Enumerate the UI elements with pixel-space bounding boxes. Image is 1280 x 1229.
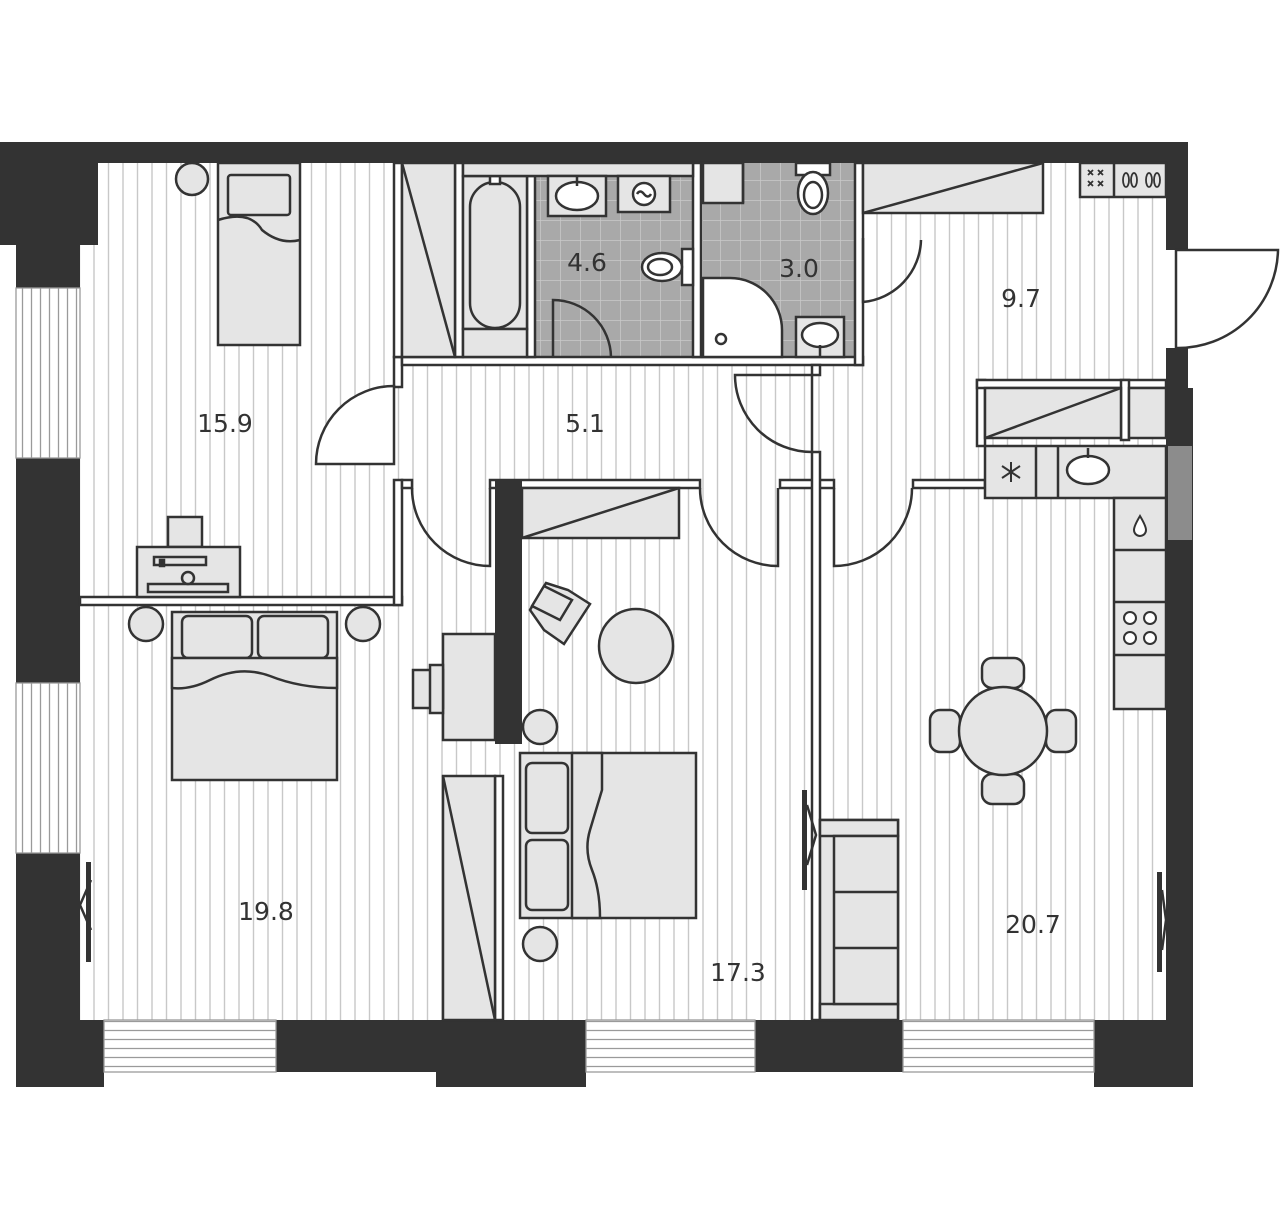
window-door-left — [86, 862, 91, 962]
hallway-wardrobe — [861, 161, 1045, 215]
water-drop-icon — [1132, 514, 1148, 537]
window-right-glass — [1168, 446, 1192, 540]
doors — [78, 238, 1280, 972]
nightstand-middle-2 — [521, 925, 559, 963]
nightstand-left-1 — [127, 605, 165, 643]
bathroom-shelf — [461, 161, 695, 178]
single-bed — [216, 161, 302, 347]
window-left-top — [15, 287, 81, 459]
dining-set — [928, 656, 1078, 806]
window-door-mid — [802, 790, 807, 890]
kitchen-sink — [1065, 454, 1111, 486]
nightstand-middle-1 — [521, 708, 559, 746]
area-kitchen-living: 20.7 — [1005, 910, 1061, 939]
window-door-right — [1157, 872, 1162, 972]
kitchen-counter — [983, 444, 1168, 500]
area-bathroom: 4.6 — [567, 248, 607, 277]
door-bedroom-middle-a — [698, 487, 780, 568]
door-hall-closet — [861, 238, 923, 304]
nightstand-lamp — [174, 161, 210, 197]
area-hallway-entrance: 9.7 — [1001, 284, 1041, 313]
bathtub — [461, 174, 529, 359]
desk-middle — [411, 632, 497, 742]
door-kitchen — [832, 487, 914, 568]
double-bed-middle — [518, 751, 698, 920]
window-bottom-right — [902, 1019, 1095, 1073]
area-bedroom-bottom-left: 19.8 — [238, 897, 294, 926]
window-bottom-left — [103, 1019, 277, 1073]
door-bedroom-bottom — [410, 487, 492, 568]
windows — [15, 287, 1095, 1073]
four-burner-stove-icon — [1123, 611, 1157, 645]
nightstand-left-2 — [344, 605, 382, 643]
toilet-shelf — [701, 161, 745, 205]
wardrobe-corridor — [400, 161, 457, 359]
wc-toilet — [794, 161, 832, 216]
wardrobe-middle — [520, 486, 681, 540]
armchair — [528, 581, 592, 646]
washing-machine — [616, 174, 672, 214]
door-toilet — [733, 373, 814, 454]
double-bed-left — [170, 610, 339, 782]
area-bedroom-middle: 17.3 — [710, 958, 766, 987]
window-bottom-middle — [585, 1019, 756, 1073]
room-labels: 15.9 4.6 3.0 9.7 5.1 19.8 17.3 20.7 — [197, 248, 1061, 987]
shower — [701, 276, 784, 359]
door-bathroom — [551, 298, 613, 358]
door-entrance — [1174, 248, 1280, 350]
area-bedroom-top-left: 15.9 — [197, 409, 253, 438]
kitchen-upper-cabinet — [983, 386, 1168, 440]
partition-black — [495, 480, 522, 744]
snowflake-icon — [1001, 462, 1021, 482]
sofa — [818, 818, 900, 1022]
wardrobe-left — [441, 774, 497, 1022]
window-left-bottom — [15, 682, 81, 854]
furniture — [127, 161, 1168, 1022]
electrical-panel — [1078, 161, 1168, 199]
kitchen-side-counter — [1112, 496, 1168, 711]
bathroom-toilet — [640, 247, 695, 287]
bathroom-sink — [546, 174, 608, 218]
desk-top-left — [135, 515, 242, 599]
area-corridor: 5.1 — [565, 409, 605, 438]
area-toilet: 3.0 — [779, 254, 819, 283]
door-bedroom-top — [314, 384, 396, 466]
wc-sink — [794, 315, 846, 359]
round-table-middle — [597, 607, 675, 685]
